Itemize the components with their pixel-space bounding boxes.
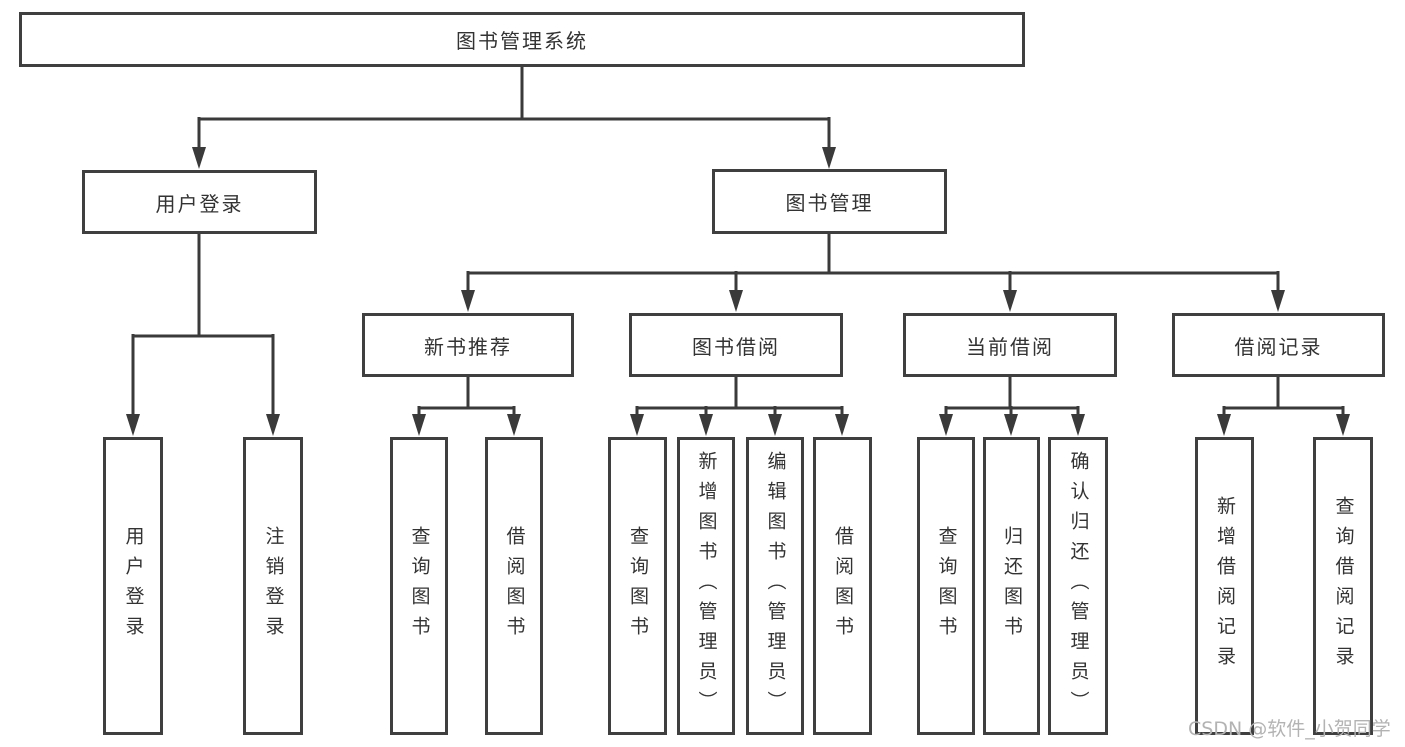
arrowhead-icon xyxy=(630,414,644,436)
node-borrow-books: 借阅图书 xyxy=(813,437,872,735)
arrowhead-icon xyxy=(126,414,140,436)
node-confirm-return-admin: 确认归还（管理员） xyxy=(1048,437,1108,735)
csdn-watermark: CSDN @软件_小贺同学 xyxy=(1188,718,1391,740)
node-borrowing-records: 借阅记录 xyxy=(1172,313,1385,377)
node-label: 注销登录 xyxy=(262,526,285,646)
arrowhead-icon xyxy=(1217,414,1231,436)
connector-new-book-recommend xyxy=(412,376,521,436)
arrowhead-icon xyxy=(507,414,521,436)
connector-book-management xyxy=(461,233,1285,312)
arrowhead-icon xyxy=(1071,414,1085,436)
node-borrow-books-recommend: 借阅图书 xyxy=(485,437,543,735)
node-label: 借阅图书 xyxy=(832,526,854,646)
connector-line xyxy=(197,66,831,152)
node-new-book-recommend: 新书推荐 xyxy=(362,313,574,377)
node-label: 用户登录 xyxy=(122,526,145,646)
arrowhead-icon xyxy=(461,290,475,312)
arrowhead-icon xyxy=(835,414,849,436)
arrowhead-icon xyxy=(822,147,836,169)
arrowhead-icon xyxy=(699,414,713,436)
arrowhead-icon xyxy=(192,147,206,169)
connector-line xyxy=(1222,376,1345,418)
node-query-books-current: 查询图书 xyxy=(917,437,975,735)
node-return-books: 归还图书 xyxy=(983,437,1040,735)
connector-line xyxy=(944,376,1080,418)
node-label: 确认归还（管理员） xyxy=(1067,451,1090,721)
node-label: 查询借阅记录 xyxy=(1332,496,1355,676)
node-book-management: 图书管理 xyxy=(712,169,947,234)
arrowhead-icon xyxy=(1336,414,1350,436)
node-add-borrow-record: 新增借阅记录 xyxy=(1195,437,1254,735)
node-label: 借阅图书 xyxy=(503,526,526,646)
arrowhead-icon xyxy=(1003,290,1017,312)
node-label: 查询图书 xyxy=(935,526,958,646)
node-query-books-recommend: 查询图书 xyxy=(390,437,448,735)
node-add-books-admin: 新增图书（管理员） xyxy=(677,437,735,735)
arrowhead-icon xyxy=(768,414,782,436)
connector-line xyxy=(131,233,275,418)
node-logout: 注销登录 xyxy=(243,437,303,735)
node-label: 查询图书 xyxy=(408,526,431,646)
node-system-root: 图书管理系统 xyxy=(19,12,1025,67)
arrowhead-icon xyxy=(266,414,280,436)
node-user-login-leaf: 用户登录 xyxy=(103,437,163,735)
node-label: 查询图书 xyxy=(627,526,649,646)
node-user-login: 用户登录 xyxy=(82,170,317,234)
node-book-borrowing: 图书借阅 xyxy=(629,313,843,377)
connector-line xyxy=(466,233,1280,294)
connector-current-borrowing xyxy=(939,376,1085,436)
connector-line xyxy=(417,376,516,418)
connector-line xyxy=(635,376,844,418)
node-label: 归还图书 xyxy=(1001,526,1023,646)
node-label: 新增图书（管理员） xyxy=(695,451,718,721)
arrowhead-icon xyxy=(1271,290,1285,312)
connector-user-login xyxy=(126,233,280,436)
arrowhead-icon xyxy=(412,414,426,436)
arrowhead-icon xyxy=(939,414,953,436)
connector-borrowing-records xyxy=(1217,376,1350,436)
node-query-borrow-record: 查询借阅记录 xyxy=(1313,437,1373,735)
node-current-borrowing: 当前借阅 xyxy=(903,313,1117,377)
connector-book-borrowing xyxy=(630,376,849,436)
node-label: 新增借阅记录 xyxy=(1214,496,1236,676)
arrowhead-icon xyxy=(729,290,743,312)
node-label: 编辑图书（管理员） xyxy=(764,451,787,721)
connector-root xyxy=(192,66,836,169)
arrowhead-icon xyxy=(1004,414,1018,436)
node-query-books-borrowing: 查询图书 xyxy=(608,437,667,735)
node-edit-books-admin: 编辑图书（管理员） xyxy=(746,437,804,735)
